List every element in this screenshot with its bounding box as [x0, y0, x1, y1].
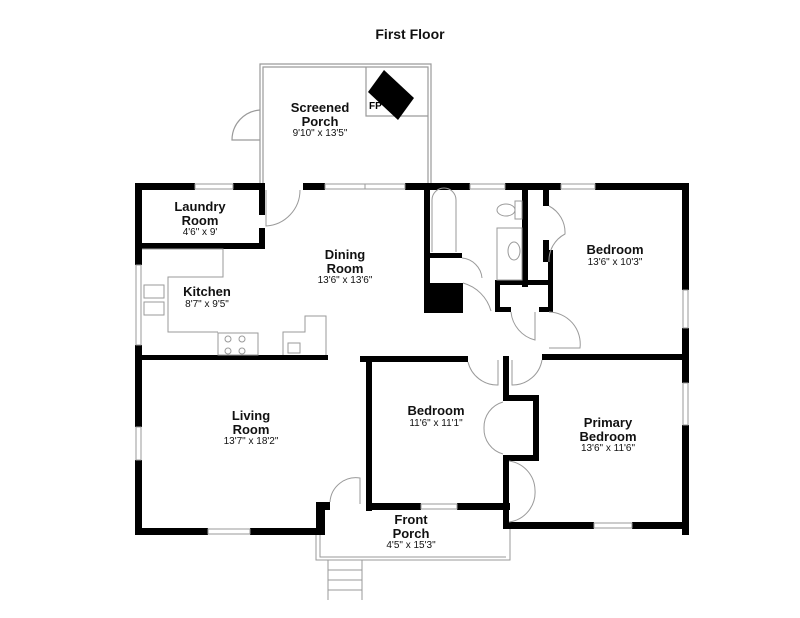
room-name: Bedroom [407, 403, 465, 418]
room-name: Dining [324, 247, 366, 262]
floor-title: First Floor [375, 26, 445, 42]
room-label-laundry: Laundry Room 4'6" x 9' [174, 200, 225, 239]
exterior-walls [135, 183, 689, 535]
room-name: Living [231, 408, 271, 423]
room-dimensions: 4'5" x 15'3" [386, 540, 436, 552]
room-dimensions: 9'10" x 13'5" [292, 128, 348, 140]
screened-porch-outline [231, 63, 432, 186]
room-dimensions: 13'7" x 18'2" [223, 436, 279, 448]
room-label-primary-bedroom: Primary Bedroom 13'6" x 11'6" [579, 416, 636, 455]
room-dimensions: 13'6" x 10'3" [587, 256, 643, 268]
room-dimensions: 4'6" x 9' [182, 227, 218, 239]
fixtures-and-doors [142, 187, 581, 600]
room-label-bedroom-ne: Bedroom 13'6" x 10'3" [586, 243, 643, 268]
room-label-front-porch: Front Porch 4'5" x 15'3" [386, 513, 435, 552]
room-dimensions: 11'6" x 11'1" [409, 417, 463, 429]
room-name: Screened [290, 100, 350, 115]
room-name: Porch [301, 113, 339, 129]
room-name: Bedroom [579, 428, 637, 444]
fireplace-label: FP [369, 101, 382, 112]
room-name: Primary [583, 415, 633, 430]
room-label-kitchen: Kitchen 8'7" x 9'5" [183, 285, 231, 310]
room-dimensions: 13'6" x 13'6" [317, 275, 373, 287]
windows [135, 183, 689, 535]
room-name: Room [181, 212, 219, 228]
room-name: Room [232, 421, 270, 437]
room-label-screened-porch: Screened Porch 9'10" x 13'5" [291, 101, 350, 140]
room-label-dining: Dining Room 13'6" x 13'6" [318, 248, 373, 287]
room-name: Porch [392, 525, 430, 541]
room-name: Kitchen [183, 284, 231, 299]
room-name: Room [326, 260, 364, 276]
room-dimensions: 8'7" x 9'5" [185, 298, 229, 310]
room-name: Laundry [174, 199, 226, 214]
room-name: Bedroom [586, 242, 644, 257]
room-label-living: Living Room 13'7" x 18'2" [224, 409, 279, 448]
room-dimensions: 13'6" x 11'6" [580, 443, 636, 455]
room-name: Front [394, 512, 428, 527]
room-label-bedroom-mid: Bedroom 11'6" x 11'1" [407, 404, 464, 429]
fireplace-icon [368, 70, 414, 120]
